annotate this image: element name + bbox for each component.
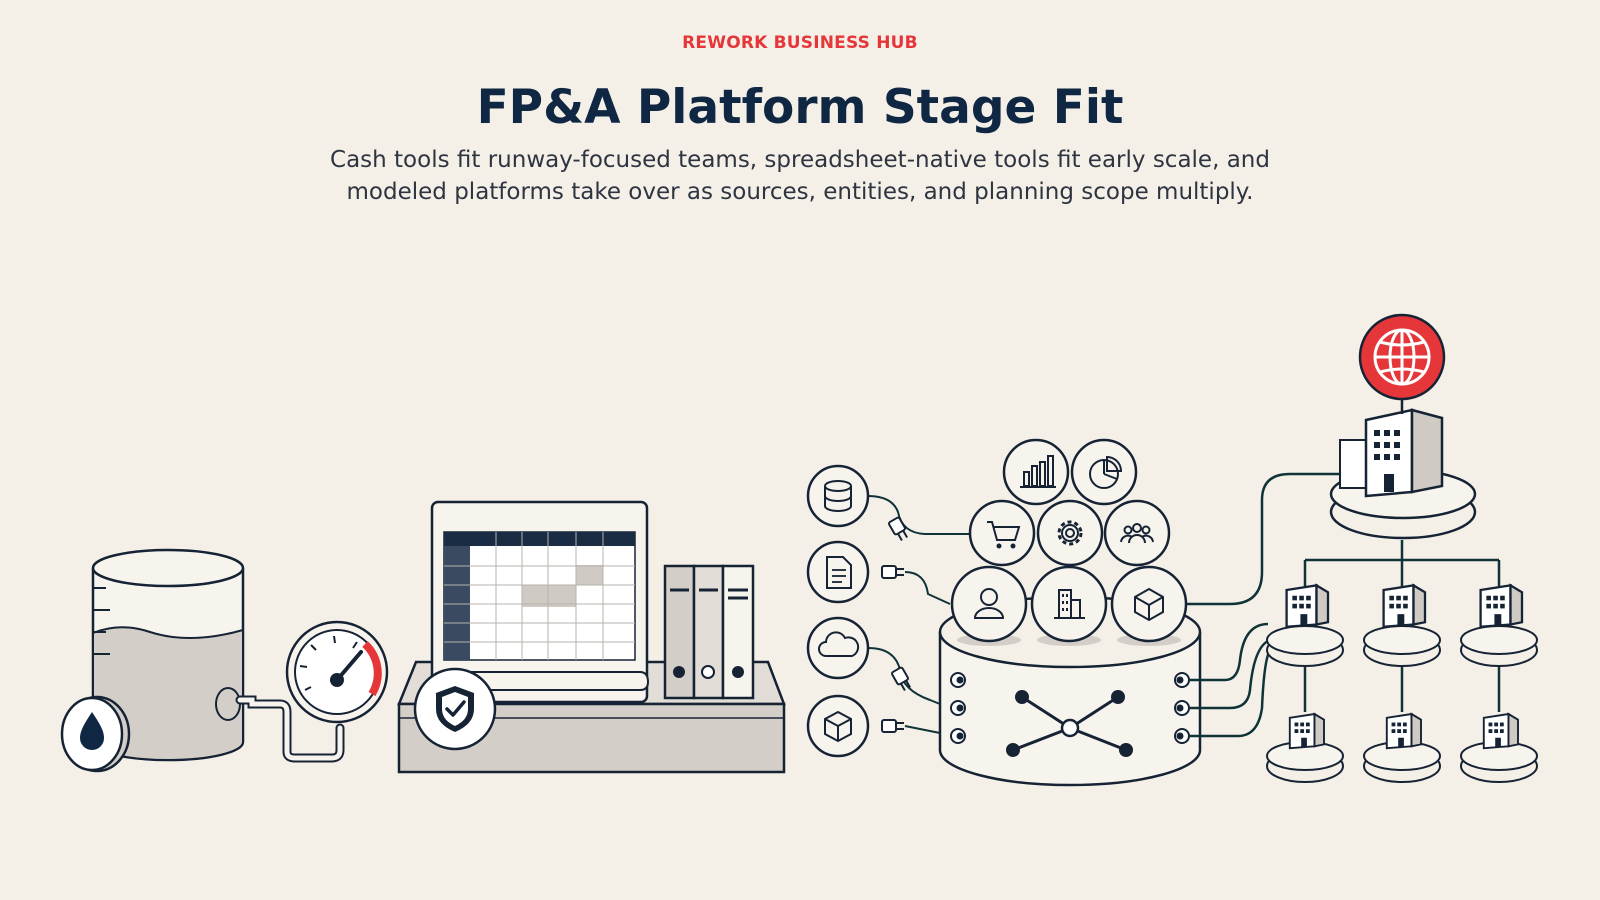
- bar-chart-icon: [1002, 438, 1070, 506]
- water-drop-icon: [60, 695, 131, 773]
- headquarters-building-icon: [1329, 408, 1477, 540]
- binders-icon: [663, 564, 755, 700]
- gear-icon: [1036, 499, 1104, 567]
- brand-name: REWORK BUSINESS HUB: [682, 33, 918, 53]
- spreadsheet-screen-icon: [430, 500, 650, 704]
- cash-tools-stage: [60, 548, 389, 773]
- cart-icon: [968, 499, 1036, 567]
- shield-check-icon: [413, 667, 497, 751]
- cloud-icon: [806, 616, 870, 680]
- modeled-platform-stage: [806, 438, 1202, 787]
- database-icon: [806, 464, 870, 528]
- globe-icon: [1358, 313, 1446, 414]
- pie-chart-icon: [1070, 438, 1138, 506]
- module-cube-icon: [1110, 565, 1188, 646]
- page-title: FP&A Platform Stage Fit: [476, 80, 1124, 135]
- page-subtitle: Cash tools fit runway-focused teams, spr…: [330, 147, 1270, 205]
- cube-icon: [806, 694, 870, 758]
- building-icon: [1030, 565, 1108, 646]
- user-icon: [950, 565, 1028, 646]
- multi-entity-stage: [1187, 313, 1538, 783]
- spreadsheet-stage: [397, 500, 786, 774]
- document-icon: [806, 540, 870, 604]
- pressure-gauge-icon: [215, 620, 389, 763]
- team-icon: [1103, 499, 1171, 567]
